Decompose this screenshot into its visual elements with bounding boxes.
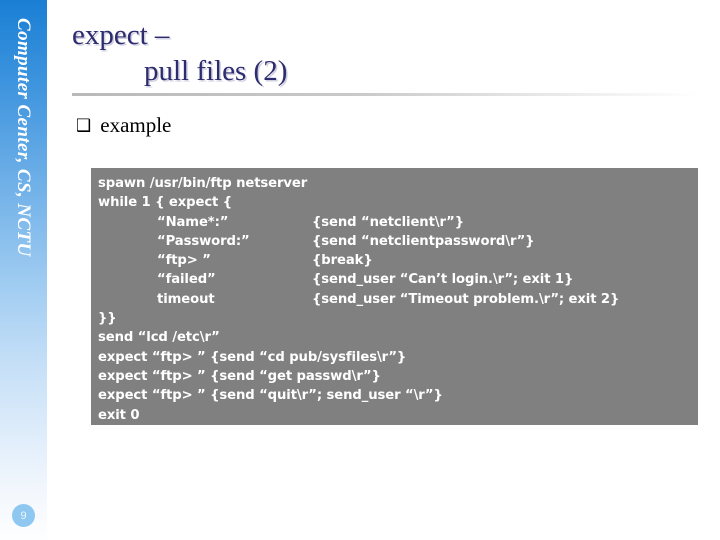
code-line: exit 0 — [98, 406, 698, 425]
page-title-line-1: expect – — [72, 19, 170, 51]
code-line-action: {send_user “Timeout problem.\r”; exit 2} — [312, 291, 620, 307]
code-line: send “lcd /etc\r” — [98, 328, 698, 347]
code-line-action: {send “netclient\r”} — [312, 214, 465, 230]
title-divider — [72, 93, 702, 96]
code-line-action: {send “netclientpassword\r”} — [312, 233, 535, 249]
bullet-item-label: example — [100, 113, 172, 137]
code-line-pattern: “Password:” — [157, 233, 250, 249]
code-line-pattern: exit 0 — [98, 407, 140, 423]
page-number-badge: 9 — [12, 504, 35, 527]
code-line: while 1 { expect { — [98, 193, 698, 212]
code-line-pattern: “ftp> ” — [157, 253, 211, 269]
code-line-pattern: }} — [98, 311, 117, 327]
code-line: timeout {send_user “Timeout problem.\r”; … — [98, 290, 698, 309]
code-line: “Password:” {send “netclientpassword\r”} — [98, 232, 698, 251]
code-line-pattern: expect “ftp> ” {send “quit\r”; send_user… — [98, 388, 443, 404]
code-line-pattern: timeout — [157, 291, 215, 307]
code-line: expect “ftp> ” {send “quit\r”; send_user… — [98, 386, 698, 405]
sidebar-brand-bar: Computer Center, CS, NCTU — [0, 0, 47, 540]
hollow-square-bullet-icon: ❑ — [76, 116, 92, 136]
code-line-pattern: “failed” — [157, 272, 216, 288]
code-line-action: {break} — [312, 253, 373, 269]
code-line: }} — [98, 309, 698, 328]
code-line-pattern: while 1 { expect { — [98, 195, 233, 211]
page-title: expect – pull files (2) — [72, 17, 702, 89]
code-line-pattern: “Name*:” — [157, 214, 229, 230]
code-line-pattern: expect “ftp> ” {send “cd pub/sysfiles\r”… — [98, 349, 407, 365]
code-line: “Name*:” {send “netclient\r”} — [98, 213, 698, 232]
code-line: spawn /usr/bin/ftp netserver — [98, 174, 698, 193]
bullet-item-example: ❑ example — [76, 113, 171, 138]
code-line: “failed” {send_user “Can’t login.\r”; exi… — [98, 270, 698, 289]
code-line-pattern: send “lcd /etc\r” — [98, 330, 220, 346]
sidebar-brand-label: Computer Center, CS, NCTU — [13, 18, 35, 257]
code-line-pattern: expect “ftp> ” {send “get passwd\r”} — [98, 368, 381, 384]
code-line: “ftp> ” {break} — [98, 251, 698, 270]
code-line-action: {send_user “Can’t login.\r”; exit 1} — [312, 272, 574, 288]
page-title-line-2: pull files (2) — [144, 55, 288, 87]
code-line-pattern: spawn /usr/bin/ftp netserver — [98, 176, 308, 191]
code-line: expect “ftp> ” {send “get passwd\r”} — [98, 367, 698, 386]
code-snippet-block: spawn /usr/bin/ftp netserver while 1 { ex… — [91, 168, 698, 425]
code-line: expect “ftp> ” {send “cd pub/sysfiles\r”… — [98, 348, 698, 367]
